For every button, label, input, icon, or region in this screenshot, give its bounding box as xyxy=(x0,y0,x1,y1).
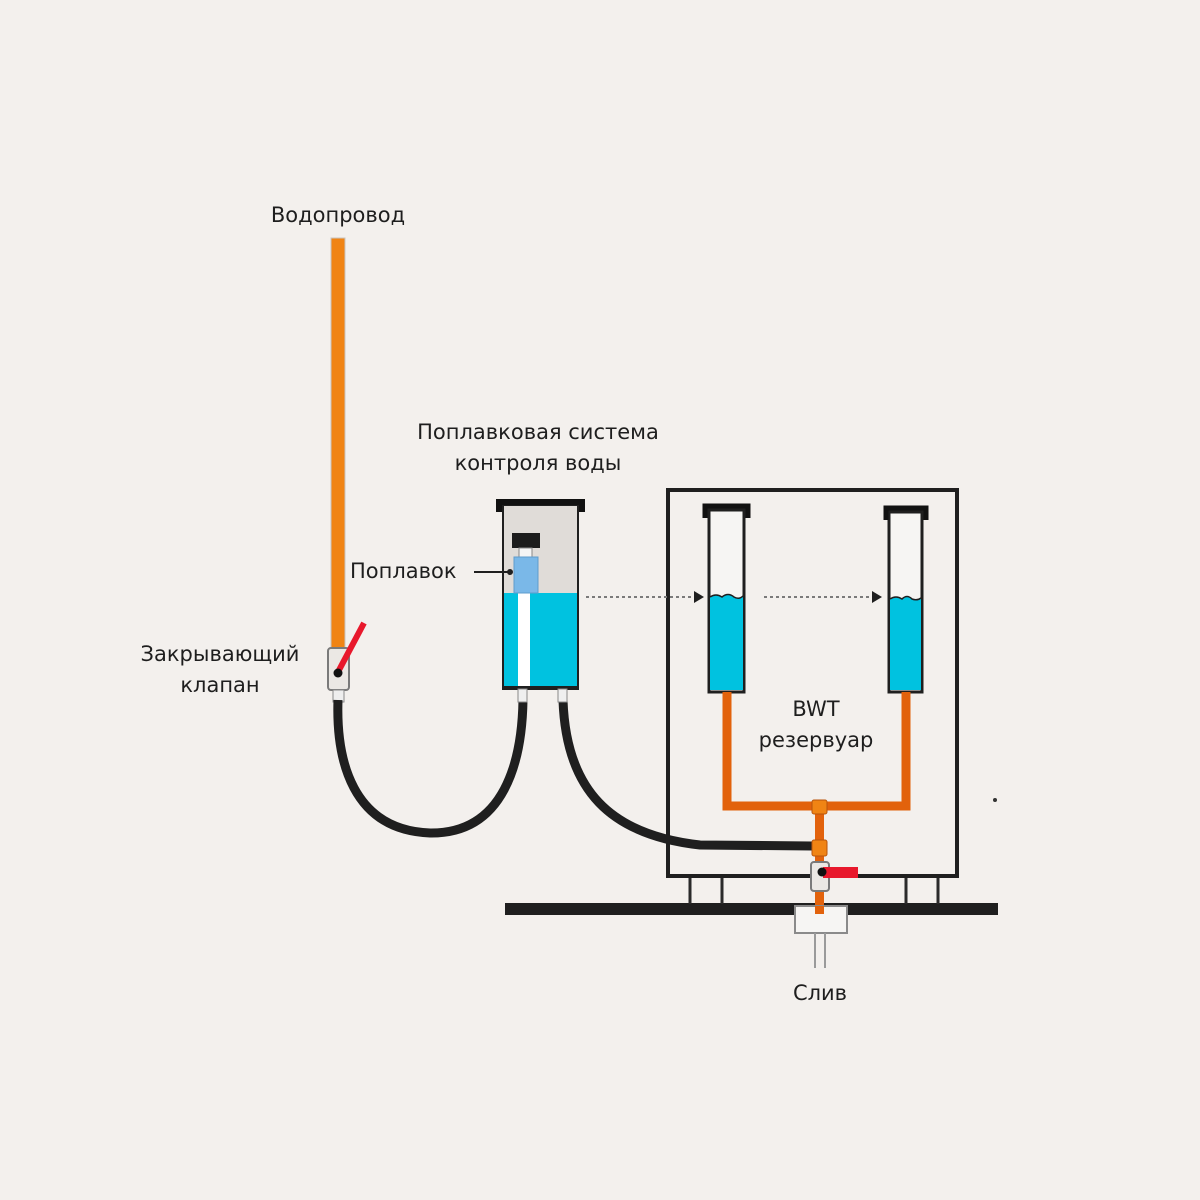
reservoir-column-right xyxy=(883,505,929,694)
label-bwt-reservoir-line2: резервуар xyxy=(758,728,874,752)
label-drain: Слив xyxy=(792,981,848,1005)
shutoff-valve-pivot xyxy=(333,668,343,678)
label-float-control-system: Поплавковая система контроля воды xyxy=(388,417,688,479)
label-float-control-system-line2: контроля воды xyxy=(454,451,622,475)
float-stopper xyxy=(512,533,540,548)
label-water-supply: Водопровод xyxy=(270,203,406,227)
drain-box-pipe-stub xyxy=(815,906,824,914)
reservoir-column-left xyxy=(702,503,751,694)
shutoff-valve-handle xyxy=(335,621,367,674)
floor-line xyxy=(505,903,998,915)
label-shutoff-valve-line2: клапан xyxy=(180,673,260,697)
float-pointer-dot xyxy=(507,569,513,575)
label-float: Поплавок xyxy=(350,559,457,583)
float-system-water xyxy=(504,593,577,688)
label-shutoff-valve-line1: Закрывающий xyxy=(140,642,300,666)
label-bwt-reservoir: BWT резервуар xyxy=(734,694,898,756)
float-system-bottom xyxy=(503,686,578,690)
float-system-center-tube xyxy=(518,593,530,688)
float-system-outlet-left xyxy=(517,688,528,703)
label-bwt-reservoir-line1: BWT xyxy=(792,697,840,721)
water-supply-pipe xyxy=(330,237,346,657)
hose-junction-fitting xyxy=(811,839,828,857)
stray-mark xyxy=(993,798,997,802)
water-level-arrows xyxy=(586,591,882,603)
reservoir-legs xyxy=(688,877,940,904)
float-body xyxy=(513,556,539,594)
pipe-tee-fitting xyxy=(811,799,828,815)
hose-float-system-to-reservoir xyxy=(558,699,813,851)
hose-supply-to-float-system xyxy=(333,699,528,838)
reservoir-drain-pipe xyxy=(815,806,824,912)
float-system-outlet-right xyxy=(557,688,568,703)
drain-valve-handle xyxy=(823,867,858,878)
label-shutoff-valve: Закрывающий клапан xyxy=(120,639,320,701)
label-float-control-system-line1: Поплавковая система xyxy=(417,420,659,444)
drain-valve-pivot xyxy=(817,867,827,877)
float-stem xyxy=(518,547,533,558)
float-system-lid xyxy=(496,499,585,512)
